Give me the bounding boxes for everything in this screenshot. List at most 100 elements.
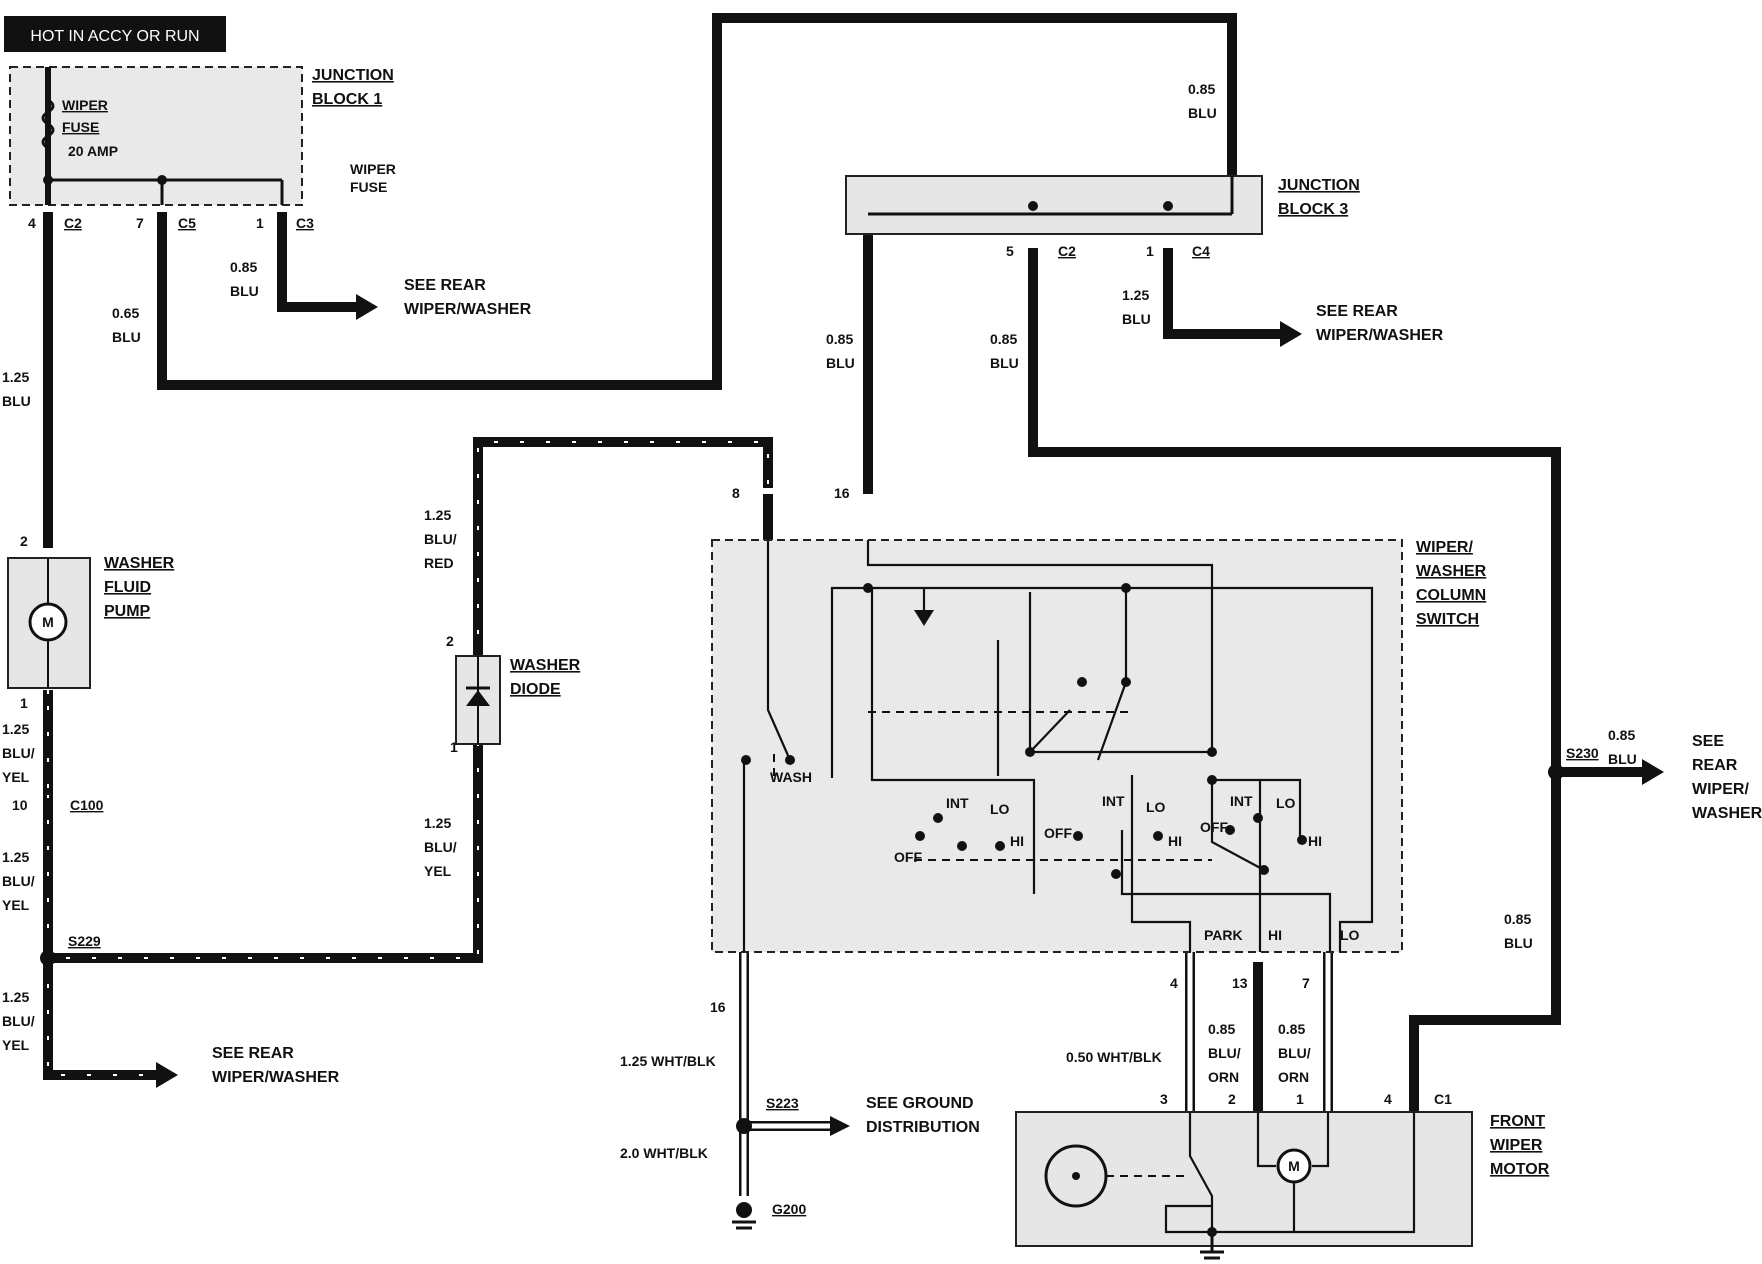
wire-label: 0.85 [826,331,853,347]
ground-wires [739,952,1333,1196]
wire-label: 1.25 [2,849,29,865]
switch-label-hi: HI [1268,927,1282,943]
motor-connector-c1: C1 [1434,1091,1452,1107]
splice-s230 [1548,764,1564,780]
switch-pin-16-bottom: 16 [710,999,726,1015]
pump-pin-2: 2 [20,533,28,549]
switch-label-int: INT [1230,793,1253,809]
fuse-symbol [41,98,55,150]
switch-pin-8: 8 [732,485,740,501]
ref-rear-2: WIPER/WASHER [1316,327,1444,344]
switch-label-lo: LO [1146,799,1166,815]
pump-motor-icon [28,602,68,642]
motor-title: MOTOR [1490,1161,1550,1178]
motor-pin-1: 1 [1296,1091,1304,1107]
wire-label: 0.85 [1608,727,1635,743]
wire-label: 0.85 [1278,1021,1305,1037]
jb1-title-1: JUNCTION [312,67,394,84]
motor-title: WIPER [1490,1137,1543,1154]
motor-pin-2: 2 [1228,1091,1236,1107]
motor-title: FRONT [1490,1113,1545,1130]
striped-wires [43,437,773,1088]
motor-pin-3: 3 [1160,1091,1168,1107]
wire-label: 0.85 [1188,81,1215,97]
splices: S229 S230 S223 G200 [40,745,1599,1230]
diode-pin-2: 2 [446,633,454,649]
ref-rear-1: SEE REAR [404,277,486,294]
wire-label: 0.85 [230,259,257,275]
switch-label-lo: LO [1276,795,1296,811]
switch-label-lo: LO [1340,927,1360,943]
jb1-c3-pin: 1 [256,215,264,231]
diode-title: WASHER [510,657,581,674]
wire-label: 1.25 [424,815,451,831]
wire-label: BLU/ [424,839,457,855]
switch-pin-7: 7 [1302,975,1310,991]
front-wiper-motor: M FRONT WIPER MOTOR 3 2 1 4 C1 [1015,1091,1550,1260]
jb1-c2-name: C2 [64,215,82,231]
column-switch: WASH INT LO HI OFF INT LO HI OFF INT LO … [710,485,1487,1015]
switch-title: COLUMN [1416,587,1486,604]
ref-rear-3: SEE REAR [212,1045,294,1062]
wire-label: 0.85 [1504,911,1531,927]
ref-rear-3: WIPER/WASHER [212,1069,340,1086]
ref-rear-4: WASHER [1692,805,1762,822]
fuse-name-1: WIPER [62,97,108,113]
wire-label: 0.50 WHT/BLK [1066,1049,1162,1065]
wire-label: BLU [230,283,259,299]
switch-label-wash: WASH [770,769,812,785]
pump-motor-symbol: M [42,614,54,630]
wire-label: 1.25 [2,369,29,385]
diode-icon [466,690,490,706]
switch-label-hi: HI [1168,833,1182,849]
switch-label-park: PARK [1204,927,1243,943]
splice-s223-label: S223 [766,1095,799,1111]
wire-label: 0.85 [1208,1021,1235,1037]
wiper-motor-symbol: M [1288,1158,1300,1174]
wire-label: RED [424,555,454,571]
wire-label: ORN [1278,1069,1309,1085]
wire-label: 2.0 WHT/BLK [620,1145,708,1161]
washer-fluid-pump: M WASHER FLUID PUMP 2 1 10 C100 [7,533,175,813]
switch-label-hi: HI [1010,833,1024,849]
wires [43,13,1664,1112]
ref-rear-4: WIPER/ [1692,781,1749,798]
wire-label: YEL [2,1037,30,1053]
ground-g200 [736,1202,752,1218]
switch-pin-16: 16 [834,485,850,501]
wire-label: BLU/ [2,873,35,889]
ref-ground: SEE GROUND [866,1095,974,1112]
junction-block-1: WIPER FUSE 20 AMP JUNCTION BLOCK 1 WIPER… [9,66,396,231]
ref-rear-1: WIPER/WASHER [404,301,532,318]
jb1-title-2: BLOCK 1 [312,91,382,108]
jb3-c4-pin: 1 [1146,243,1154,259]
wire-label: 1.25 [2,721,29,737]
junction-block-3: JUNCTION BLOCK 3 5 C2 1 C4 [845,175,1360,259]
wire-label: BLU/ [2,745,35,761]
switch-label-int: INT [1102,793,1125,809]
wire-label: BLU [1188,105,1217,121]
wire-label: YEL [424,863,452,879]
wire-label: 1.25 [1122,287,1149,303]
wire-label: 1.25 [424,507,451,523]
fuse-rating: 20 AMP [68,143,118,159]
wire-label: 1.25 [2,989,29,1005]
wire-label: BLU/ [1278,1045,1311,1061]
switch-label-int: INT [946,795,969,811]
switch-pin-13: 13 [1232,975,1248,991]
switch-title: WIPER/ [1416,539,1473,556]
switch-pin-4: 4 [1170,975,1178,991]
jb1-c3-name: C3 [296,215,314,231]
ref-rear-4: SEE [1692,733,1724,750]
wire-labels: 0.85 BLU 0.85 BLU 0.65 BLU 1.25 BLU 0.85… [2,81,1637,1161]
pump-title: PUMP [104,603,151,620]
wire-label: BLU [1122,311,1151,327]
pump-pin-1: 1 [20,695,28,711]
wire-label: ORN [1208,1069,1239,1085]
jb1-c2-pin: 4 [28,215,36,231]
splice-s229-label: S229 [68,933,101,949]
diode-title: DIODE [510,681,561,698]
c100-pin: 10 [12,797,28,813]
switch-label-off: OFF [894,849,922,865]
